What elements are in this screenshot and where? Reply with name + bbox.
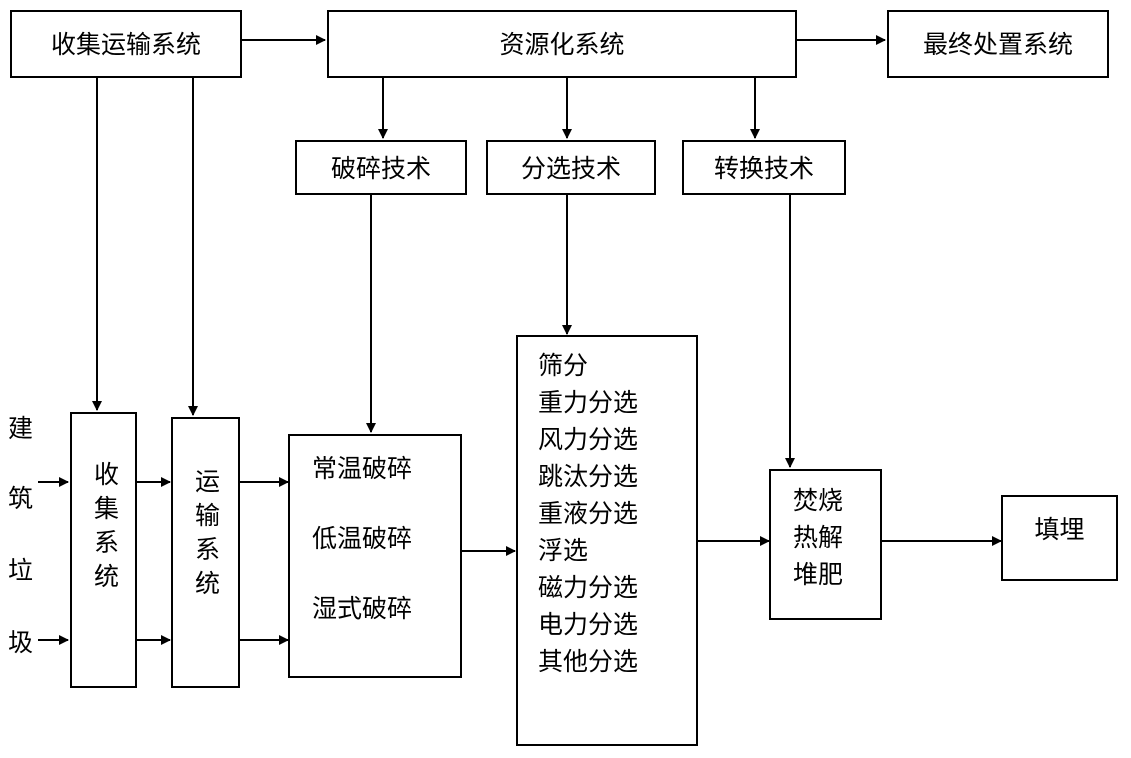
sorting-method: 电力分选 bbox=[538, 610, 639, 639]
sorting-method: 其他分选 bbox=[538, 647, 639, 676]
crushing-method: 常温破碎 bbox=[312, 454, 413, 483]
transport-system-label: 运 输 系 统 bbox=[195, 469, 220, 605]
collect-system-box: 收 集 系 统 bbox=[70, 412, 137, 688]
transport-char: 统 bbox=[195, 569, 221, 598]
convert-tech-label: 转换技术 bbox=[713, 154, 814, 183]
collect-system-label: 收 集 系 统 bbox=[94, 462, 119, 598]
conversion-method: 热解 bbox=[793, 523, 844, 552]
waste-char: 筑 bbox=[8, 484, 34, 513]
sort-tech-box: 分选技术 bbox=[486, 140, 656, 195]
sorting-method: 重液分选 bbox=[538, 499, 639, 528]
collect-char: 收 bbox=[94, 460, 120, 489]
transport-char: 输 bbox=[195, 501, 221, 530]
crushing-methods-box: 常温破碎 低温破碎 湿式破碎 bbox=[288, 434, 462, 678]
crushing-method: 湿式破碎 bbox=[312, 594, 413, 623]
collect-char: 统 bbox=[94, 562, 120, 591]
transport-char: 系 bbox=[195, 535, 221, 564]
final-disposal-label: 最终处置系统 bbox=[922, 30, 1073, 59]
convert-tech-box: 转换技术 bbox=[682, 140, 846, 195]
resource-system-label: 资源化系统 bbox=[499, 30, 625, 59]
final-disposal-box: 最终处置系统 bbox=[887, 10, 1109, 78]
sorting-method: 浮选 bbox=[538, 536, 589, 565]
crushing-methods-list: 常温破碎 低温破碎 湿式破碎 bbox=[312, 456, 412, 633]
sorting-method: 跳汰分选 bbox=[538, 462, 639, 491]
conversion-method: 堆肥 bbox=[793, 560, 844, 589]
collect-transport-system-label: 收集运输系统 bbox=[50, 30, 201, 59]
sorting-method: 磁力分选 bbox=[538, 573, 639, 602]
waste-char: 建 bbox=[8, 414, 34, 443]
crush-tech-label: 破碎技术 bbox=[330, 154, 431, 183]
sorting-method: 风力分选 bbox=[538, 425, 639, 454]
waste-char: 垃 bbox=[8, 556, 34, 585]
conversion-methods-list: 焚烧 热解 堆肥 bbox=[793, 488, 843, 599]
sorting-method: 重力分选 bbox=[538, 388, 639, 417]
crush-tech-box: 破碎技术 bbox=[295, 140, 467, 195]
transport-system-box: 运 输 系 统 bbox=[171, 417, 240, 688]
collect-transport-system-box: 收集运输系统 bbox=[10, 10, 242, 78]
sorting-method: 筛分 bbox=[538, 351, 589, 380]
transport-char: 运 bbox=[195, 467, 221, 496]
landfill-label: 填埋 bbox=[1034, 515, 1085, 544]
waste-char: 圾 bbox=[8, 628, 34, 657]
resource-system-box: 资源化系统 bbox=[327, 10, 797, 78]
sorting-methods-box: 筛分 重力分选 风力分选 跳汰分选 重液分选 浮选 磁力分选 电力分选 其他分选 bbox=[516, 335, 698, 746]
conversion-method: 焚烧 bbox=[793, 486, 844, 515]
conversion-methods-box: 焚烧 热解 堆肥 bbox=[769, 469, 882, 620]
landfill-box: 填埋 bbox=[1001, 495, 1118, 581]
sorting-methods-list: 筛分 重力分选 风力分选 跳汰分选 重液分选 浮选 磁力分选 电力分选 其他分选 bbox=[538, 353, 638, 686]
crushing-method: 低温破碎 bbox=[312, 524, 413, 553]
construction-waste-label: 建 筑 垃 圾 bbox=[8, 416, 33, 664]
sort-tech-label: 分选技术 bbox=[520, 154, 621, 183]
collect-char: 系 bbox=[94, 528, 120, 557]
collect-char: 集 bbox=[94, 494, 120, 523]
